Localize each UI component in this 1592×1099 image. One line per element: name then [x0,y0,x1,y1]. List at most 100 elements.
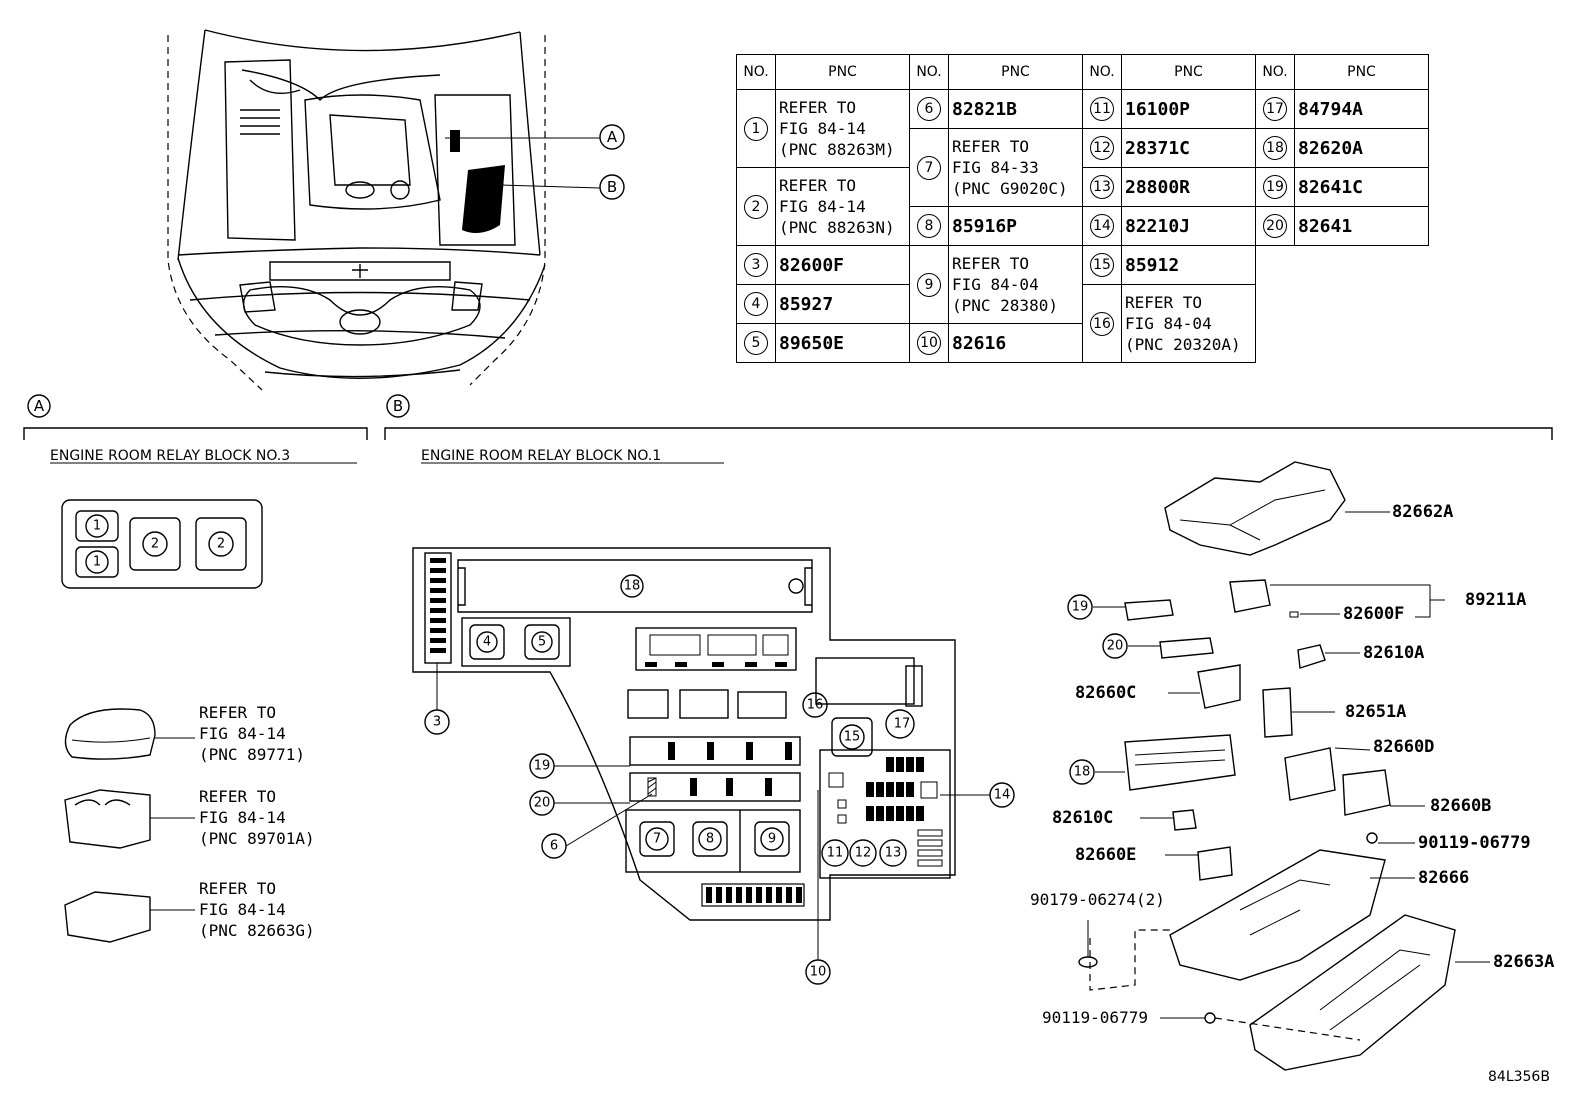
svg-text:19: 19 [534,759,551,774]
table-cell-pnc: 85927 [775,284,910,324]
label-82610C: 82610C [1052,808,1113,828]
svg-text:12: 12 [855,846,872,861]
svg-text:16: 16 [807,698,824,713]
section-b-header: B ENGINE ROOM RELAY BLOCK NO.1 [384,394,1553,464]
label-82666: 82666 [1418,868,1469,888]
svg-text:1: 1 [93,555,101,570]
svg-text:20: 20 [1107,639,1124,654]
cover-89771 [64,708,195,760]
svg-text:17: 17 [894,717,911,732]
table-cell-pnc: REFER TO FIG 84-14 (PNC 88263M) [775,89,910,168]
label-90119-a: 90119-06779 [1418,833,1531,853]
svg-text:A: A [607,128,618,146]
label-82610A: 82610A [1363,643,1424,663]
table-cell-no: 4 [736,284,776,324]
table-cell-no: 19 [1255,167,1295,207]
cover-82663G [64,891,195,943]
table-cell-pnc: 82210J [1121,206,1256,246]
label-82651A: 82651A [1345,702,1406,722]
svg-text:15: 15 [844,730,861,745]
table-cell-no: 11 [1082,89,1122,129]
table-cell-pnc: 82600F [775,245,910,285]
label-82660C: 82660C [1075,683,1136,703]
svg-text:2: 2 [217,537,225,552]
cover-89701A [64,789,195,849]
svg-text:18: 18 [624,579,641,594]
table-cell-pnc: REFER TO FIG 84-33 (PNC G9020C) [948,128,1083,207]
table-cell-no: 17 [1255,89,1295,129]
svg-text:9: 9 [768,832,776,847]
table-cell-pnc: 85916P [948,206,1083,246]
table-cell-pnc: REFER TO FIG 84-04 (PNC 20320A) [1121,284,1256,363]
svg-text:11: 11 [827,846,844,861]
svg-text:2: 2 [151,537,159,552]
section-a-title: ENGINE ROOM RELAY BLOCK NO.3 [50,448,290,464]
table-cell-pnc: 82641 [1294,206,1429,246]
svg-text:13: 13 [885,846,902,861]
table-header-no: NO. [736,54,776,90]
block-no1-callouts: 3 19 20 6 10 14 [424,663,1015,985]
label-82662A: 82662A [1392,502,1453,522]
svg-text:19: 19 [1072,600,1089,615]
figure-id: 84L356B [1488,1069,1550,1085]
table-header-no: NO. [1255,54,1295,90]
table-cell-no: 3 [736,245,776,285]
section-b-title: ENGINE ROOM RELAY BLOCK NO.1 [421,448,661,464]
label-82660B: 82660B [1430,796,1491,816]
callout-a-top: A [599,124,625,150]
relay-block-no3: 1 1 2 2 [61,499,263,589]
svg-text:A: A [34,397,45,415]
table-cell-pnc: 82821B [948,89,1083,129]
table-cell-no: 10 [909,323,949,363]
label-82660D: 82660D [1373,737,1434,757]
label-90119-b: 90119-06779 [1042,1008,1148,1027]
svg-text:5: 5 [538,635,546,650]
svg-text:B: B [607,178,617,196]
table-cell-pnc: 84794A [1294,89,1429,129]
table-cell-pnc: 28371C [1121,128,1256,168]
svg-text:10: 10 [810,965,827,980]
table-cell-pnc: 85912 [1121,245,1256,285]
table-cell-no: 8 [909,206,949,246]
table-cell-pnc: 28800R [1121,167,1256,207]
refer-note-89701A: REFER TO FIG 84-14 (PNC 89701A) [199,787,315,848]
svg-text:B: B [393,397,403,415]
vehicle-engine-bay-illustration [167,29,601,391]
table-header-pnc: PNC [1294,54,1429,90]
table-cell-no: 18 [1255,128,1295,168]
table-cell-no: 7 [909,128,949,207]
table-cell-pnc: REFER TO FIG 84-14 (PNC 88263N) [775,167,910,246]
section-a-header: A ENGINE ROOM RELAY BLOCK NO.3 [23,394,368,464]
svg-text:18: 18 [1074,765,1091,780]
svg-text:6: 6 [550,839,558,854]
table-cell-no: 1 [736,89,776,168]
svg-text:20: 20 [534,796,551,811]
table-cell-pnc: 89650E [775,323,910,363]
table-cell-pnc: REFER TO FIG 84-04 (PNC 28380) [948,245,1083,324]
label-89211A: 89211A [1465,590,1526,610]
refer-note-89771: REFER TO FIG 84-14 (PNC 89771) [199,703,305,764]
callout-b-top: B [599,174,625,200]
refer-note-82663G: REFER TO FIG 84-14 (PNC 82663G) [199,879,315,940]
table-cell-pnc: 16100P [1121,89,1256,129]
svg-text:14: 14 [994,788,1011,803]
relay-block-no1: 18 4 5 7 8 [412,547,956,921]
pnc-table: NO. PNC NO. PNC NO. PNC NO. PNC 1 REFER … [736,54,1429,363]
svg-text:3: 3 [433,715,441,730]
label-90179: 90179-06274(2) [1030,890,1165,909]
svg-text:8: 8 [706,832,714,847]
exploded-parts-view [1078,461,1490,1071]
label-82660E: 82660E [1075,845,1136,865]
table-header-pnc: PNC [948,54,1083,90]
table-cell-no: 12 [1082,128,1122,168]
svg-text:7: 7 [653,832,661,847]
table-cell-no: 20 [1255,206,1295,246]
label-82600F: 82600F [1343,604,1404,624]
svg-text:1: 1 [93,519,101,534]
svg-text:4: 4 [483,635,491,650]
table-header-pnc: PNC [775,54,910,90]
table-cell-pnc: 82616 [948,323,1083,363]
parts-callouts: 19 20 18 [1067,594,1128,785]
label-82663A: 82663A [1493,952,1554,972]
